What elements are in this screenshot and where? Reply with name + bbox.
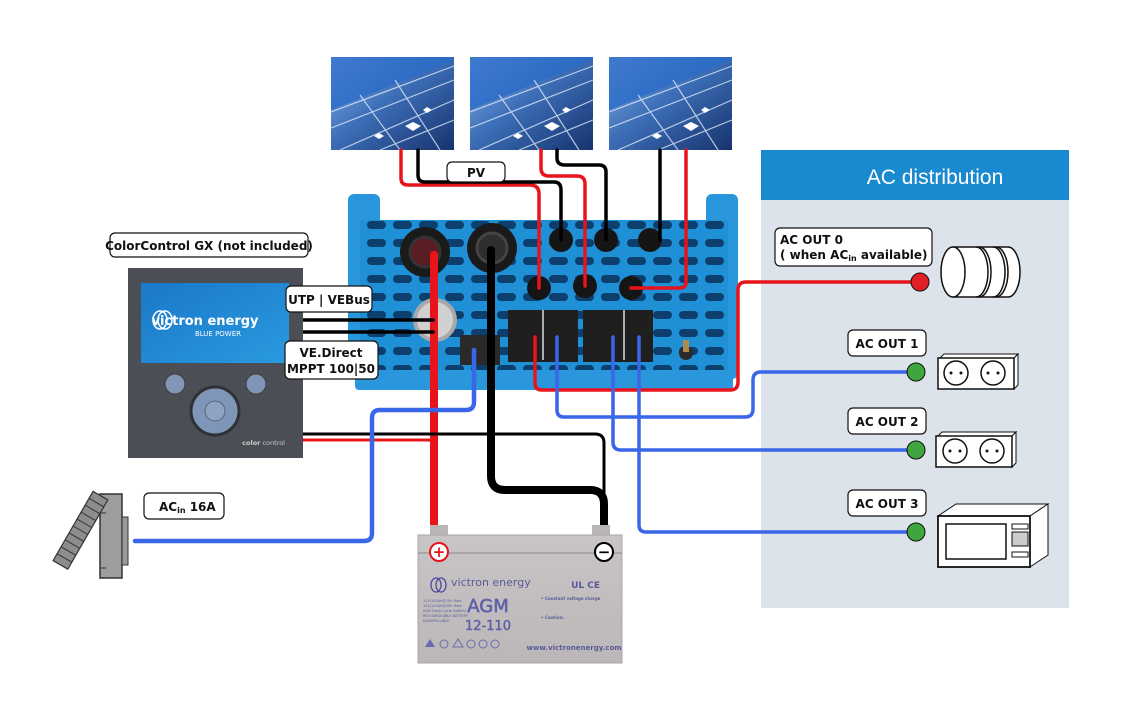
- pv-label: PV: [446, 161, 506, 183]
- battery-positive-terminal: [429, 542, 449, 562]
- inverter-unit: [348, 194, 738, 390]
- svg-text:UTP | VEBus: UTP | VEBus: [288, 293, 370, 307]
- ac-out3-microwave-icon: [936, 503, 1050, 568]
- color-control-label: ColorControl GX (not included): [105, 232, 313, 258]
- ac-out3-label: AC OUT 3: [847, 489, 927, 517]
- battery-brand: victron energy: [451, 576, 531, 589]
- pv-wire-positive-3: [629, 148, 688, 290]
- cc-footer: color control: [242, 439, 285, 447]
- svg-text:( when ACin available): ( when ACin available): [780, 248, 928, 263]
- svg-text:AC OUT 2: AC OUT 2: [856, 415, 919, 429]
- ac-out0-wire: [533, 280, 922, 392]
- svg-text:VE.Direct: VE.Direct: [299, 346, 362, 360]
- svg-text:PV: PV: [467, 166, 486, 180]
- utp-vebus-label: UTP | VEBus: [285, 285, 373, 313]
- svg-text:12V/100Ah@10h Rate: 12V/100Ah@10h Rate: [423, 599, 462, 603]
- ac-out0-load-icon: [940, 246, 1021, 298]
- solar-panel-2: [469, 57, 594, 151]
- cc-center-button[interactable]: [204, 400, 226, 422]
- cc-left-button[interactable]: [164, 373, 186, 395]
- svg-text:RECHARGEABLE BATTERY: RECHARGEABLE BATTERY: [423, 614, 469, 618]
- ac-out1-connector: [906, 362, 926, 382]
- battery-website: www.victronenergy.com: [526, 644, 621, 652]
- svg-text:ACin 16A: ACin 16A: [159, 500, 216, 515]
- ac-out2-socket-icon: [935, 430, 1018, 469]
- ac-distribution-title: AC distribution: [867, 166, 1004, 189]
- battery-caution-heading: • Caution:: [541, 615, 564, 620]
- ac-out0-label: AC OUT 0 ( when ACin available): [774, 227, 933, 267]
- cc-screen-brand: victron energy: [151, 314, 259, 329]
- ac-out1-label: AC OUT 1: [847, 329, 927, 357]
- ac-out1-socket-icon: [937, 352, 1020, 391]
- svg-text:AGM Deep Cycle Battery: AGM Deep Cycle Battery: [423, 609, 466, 613]
- ac-out0-connector: [910, 272, 930, 292]
- ac-out1-wire: [555, 335, 920, 419]
- pv-wire-negative-2: [555, 148, 608, 242]
- svg-text:12V/110Ah@20h Rate: 12V/110Ah@20h Rate: [423, 604, 462, 608]
- ac-out2-wire: [611, 335, 920, 452]
- svg-text:MPPT 100|50: MPPT 100|50: [287, 362, 375, 376]
- battery-certs: UL CE: [571, 581, 600, 591]
- svg-text:ColorControl GX (not included): ColorControl GX (not included): [105, 239, 313, 253]
- cc-right-button[interactable]: [245, 373, 267, 395]
- svg-text:NONSPILLABLE: NONSPILLABLE: [423, 619, 449, 623]
- victron-logo-icon: [152, 310, 173, 330]
- solar-panel-1: [330, 57, 455, 151]
- battery-charge-heading: • Constant voltage charge: [541, 596, 601, 601]
- color-control-gx-device: victron energy BLUE POWER color control: [128, 268, 303, 458]
- svg-text:+: +: [433, 543, 446, 561]
- ac-out2-label: AC OUT 2: [847, 407, 927, 435]
- ac-out2-connector: [906, 440, 926, 460]
- battery-negative-terminal: [594, 542, 614, 562]
- cc-screen-tagline: BLUE POWER: [195, 330, 241, 338]
- pv-wire-positive-2: [539, 148, 587, 288]
- solar-panel-3: [608, 57, 733, 151]
- ac-out3-connector: [906, 522, 926, 542]
- battery-agm-12-110: + − victron energy UL CE AGM 12-110 12V/…: [417, 525, 623, 664]
- cc-screen: [141, 283, 289, 363]
- battery-warning-icons: [425, 638, 500, 649]
- svg-text:AC OUT 0: AC OUT 0: [780, 233, 843, 247]
- cc-power-positive-wire: [301, 438, 436, 448]
- ac-panel-header: [761, 150, 1069, 200]
- pv-wire-positive-1: [399, 148, 541, 290]
- ground-stud: [679, 346, 693, 360]
- ve-direct-label: VE.Direct MPPT 100|50: [284, 340, 379, 380]
- battery-model: 12-110: [465, 619, 511, 634]
- battery-victron-logo-icon: [430, 577, 447, 593]
- ac-out3-wire: [637, 335, 920, 534]
- ac-in-label: ACin 16A: [143, 492, 225, 520]
- ac-in-wire: [132, 347, 477, 544]
- svg-text:AC OUT 3: AC OUT 3: [856, 497, 919, 511]
- battery-spec-lines: 12V/100Ah@10h Rate 12V/110Ah@20h Rate AG…: [423, 599, 469, 623]
- wires: [132, 148, 922, 544]
- cc-power-negative-wire: [301, 432, 606, 532]
- battery-type: AGM: [467, 596, 508, 617]
- ac-terminal-block-2: [583, 310, 653, 362]
- ac-in-plug-icon: [52, 490, 129, 579]
- svg-text:AC OUT 1: AC OUT 1: [856, 337, 919, 351]
- svg-text:−: −: [598, 543, 611, 561]
